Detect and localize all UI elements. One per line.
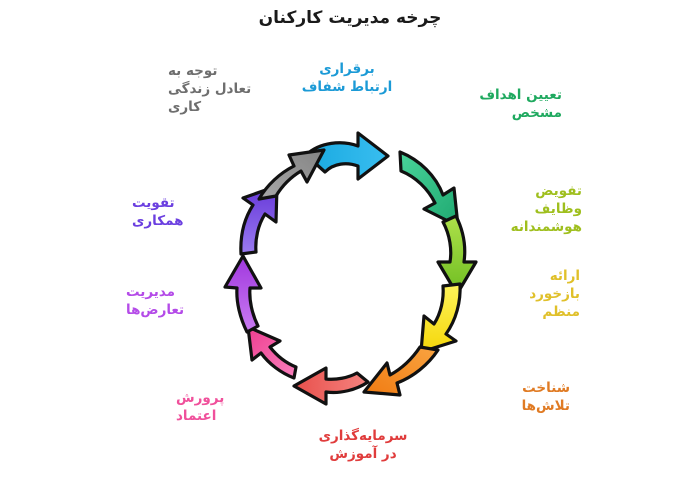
cycle-label-invest-in-training: سرمایه‌گذاری در آموزش — [318, 428, 408, 462]
arrow-invest-in-training — [292, 366, 370, 406]
cycle-label-set-clear-goals: تعیین اهداف مشخص — [479, 87, 562, 121]
cycle-label-foster-trust: پرورش اعتماد — [176, 390, 225, 424]
arrow-foster-trust — [246, 325, 298, 380]
cycle-label-smart-delegation: تفویض وظایف هوشمندانه — [510, 183, 582, 235]
arrow-work-life-balance — [257, 148, 326, 201]
arrow-clear-communication — [304, 131, 390, 181]
page-title: چرخه مدیریت کارکنان — [258, 8, 442, 28]
arrow-recognize-efforts — [362, 345, 440, 397]
arrow-regular-feedback — [419, 282, 462, 354]
cycle-label-work-life-balance: توجه به تعادل زندگی کاری — [168, 63, 252, 115]
arrow-strengthen-collaboration — [239, 184, 279, 256]
arrow-manage-conflicts — [223, 254, 263, 334]
arrow-smart-delegation — [436, 214, 478, 296]
cycle-label-clear-communication: برقراری ارتباط شفاف — [301, 61, 393, 95]
cycle-label-manage-conflicts: مدیریت تعارض‌ها — [126, 284, 185, 318]
cycle-label-strengthen-collaboration: تقویت همکاری — [132, 195, 184, 229]
cycle-label-recognize-efforts: شناخت تلاش‌ها — [521, 380, 570, 414]
arrow-set-clear-goals — [398, 150, 460, 228]
cycle-label-regular-feedback: ارائه بازخورد منظم — [529, 268, 580, 320]
